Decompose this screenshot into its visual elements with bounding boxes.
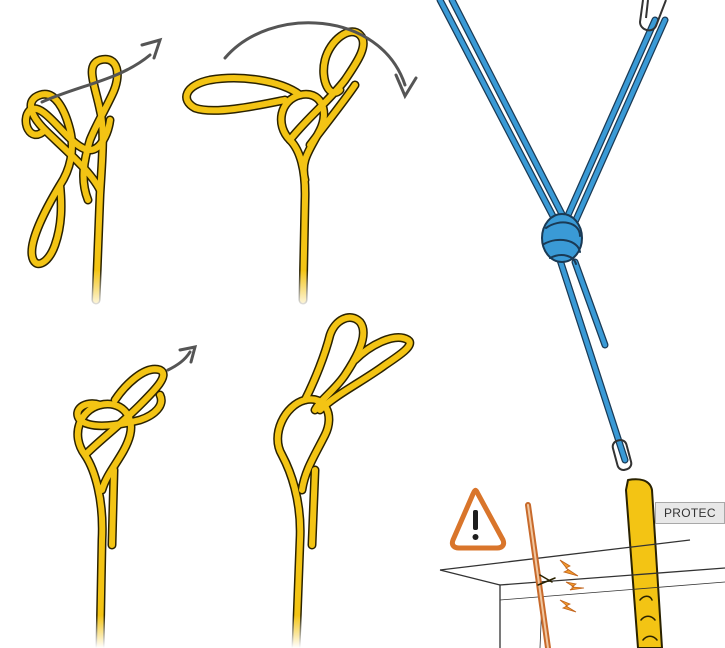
step-4-knot bbox=[278, 318, 410, 648]
warning-triangle-icon bbox=[452, 490, 503, 548]
spark-icon bbox=[560, 560, 584, 612]
step-2-knot bbox=[187, 32, 364, 310]
damaged-rope bbox=[528, 505, 555, 648]
protector-label-tag: PROTEC bbox=[655, 502, 725, 524]
step-1-knot bbox=[26, 59, 117, 310]
curved-arrow-icon bbox=[42, 40, 160, 102]
anchor-rope-blue bbox=[440, 0, 665, 460]
rock-edge bbox=[440, 540, 725, 648]
step-3-knot bbox=[78, 369, 164, 648]
curved-arrow-icon bbox=[225, 23, 416, 96]
curved-arrow-icon bbox=[168, 347, 195, 370]
